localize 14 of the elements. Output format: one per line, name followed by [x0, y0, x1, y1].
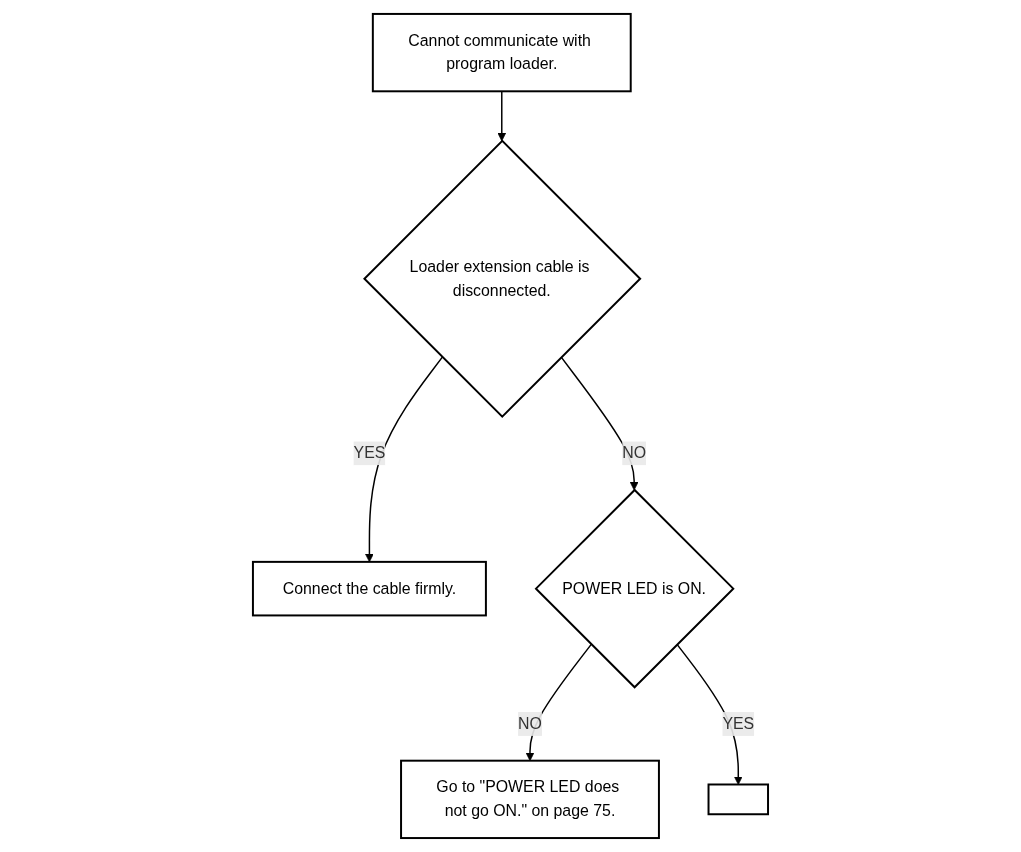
- arrow: [497, 90, 507, 142]
- edge-label: NO: [518, 715, 542, 732]
- edge-label: YES: [722, 715, 755, 732]
- node-box: Go to "POWER LED does not go ON." on page 75.: [400, 759, 660, 840]
- arrow: [525, 643, 592, 762]
- node-box: Cannot communicate with program loader.: [371, 12, 632, 93]
- node-box: Connect the cable firmly.: [251, 560, 487, 617]
- arrow: [560, 356, 639, 491]
- node-diamond: POWER LED is ON.: [534, 488, 735, 689]
- edge-label: NO: [622, 444, 647, 462]
- arrow: [365, 356, 444, 563]
- node-diamond: Loader extension cable is disconnected.: [363, 139, 642, 419]
- node-box: [707, 783, 770, 816]
- edge-label: YES: [353, 444, 386, 462]
